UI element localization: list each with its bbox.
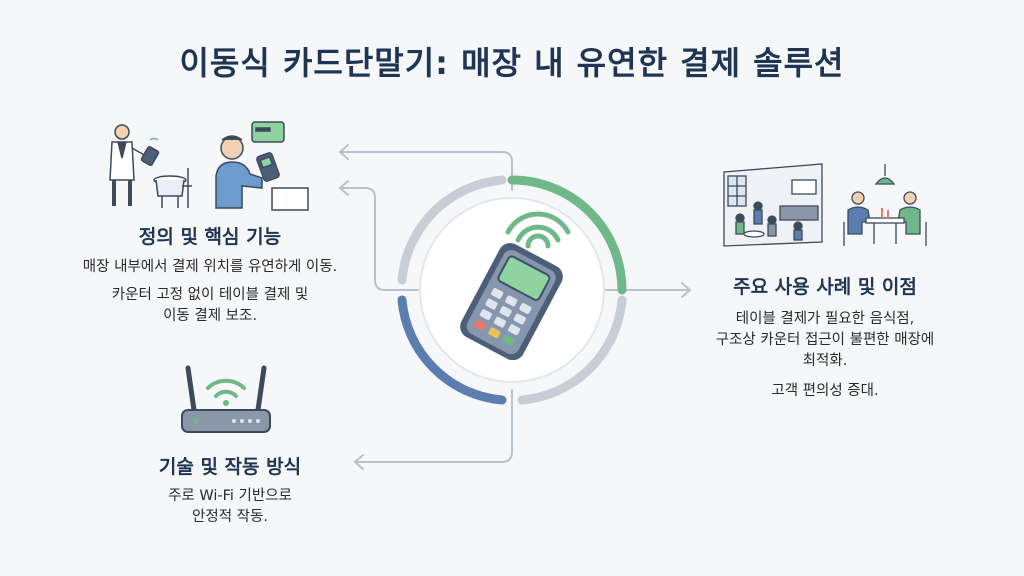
technology-text-1: 주로 Wi-Fi 기반으로 [168, 488, 292, 504]
diners-icon [843, 164, 927, 246]
usecases-text-4: 고객 편의성 증대. [771, 383, 879, 399]
definition-heading: 정의 및 핵심 기능 [138, 226, 282, 248]
technology-text-2: 안정적 작동. [192, 509, 268, 525]
definition-text-3: 이동 결제 보조. [163, 308, 257, 324]
usecases-text-1: 테이블 결제가 필요한 음식점, [735, 311, 915, 327]
usecases-text-2: 구조상 카운터 접근이 불편한 매장에 [715, 332, 935, 348]
definition-text-1: 매장 내부에서 결제 위치를 유연하게 이동. [82, 259, 338, 275]
customer-payment-icon [215, 121, 309, 211]
restaurant-interior-icon [723, 163, 823, 247]
page-title: 이동식 카드단말기: 매장 내 유연한 결제 솔루션 [179, 44, 845, 82]
card-terminal-icon [460, 211, 571, 360]
technology-heading: 기술 및 작동 방식 [158, 456, 302, 478]
usecases-heading: 주요 사용 사례 및 이점 [733, 276, 917, 298]
waiter-icon [109, 124, 192, 208]
wifi-router-icon [181, 365, 271, 433]
usecases-text-3: 최적화. [802, 353, 848, 369]
definition-text-2: 카운터 고정 없이 테이블 결제 및 [111, 287, 309, 303]
